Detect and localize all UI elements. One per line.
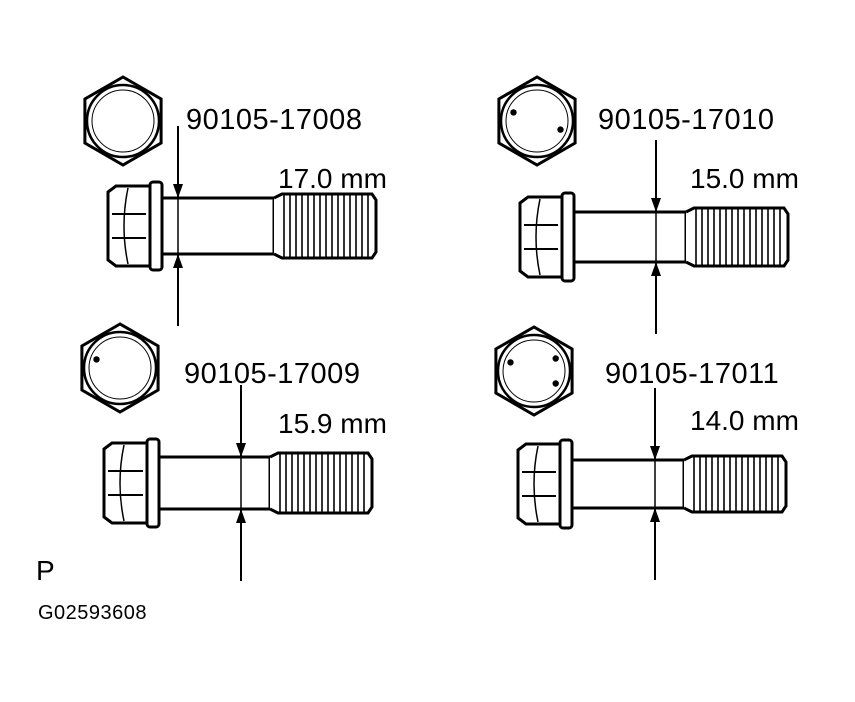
bolt-flange	[560, 191, 576, 283]
bolt-head-side	[102, 441, 149, 525]
head-dot-mark	[93, 356, 100, 363]
hex-head-circle	[85, 83, 161, 159]
diameter-label-17011: 14.0 mm	[690, 405, 799, 436]
bolt-shank	[160, 196, 276, 256]
arrowhead-down	[650, 446, 660, 460]
arrowhead-down	[236, 443, 246, 457]
head-curve	[123, 187, 129, 265]
arrowhead-down	[173, 184, 183, 198]
bolt-flange	[145, 437, 161, 529]
head-dot-mark	[552, 380, 559, 387]
hex-head-circle	[499, 83, 575, 159]
part-number-90105-17011: 90105-17011	[605, 358, 780, 390]
hex-head-outline	[80, 322, 160, 414]
head-dot-mark	[507, 359, 514, 366]
head-dot-mark	[510, 109, 517, 116]
head-dot-mark	[557, 126, 564, 133]
diameter-label-17010: 15.0 mm	[690, 163, 799, 194]
arrowhead-up	[236, 509, 246, 523]
hex-head-outline	[497, 75, 577, 167]
hex-head-inner-circle	[505, 89, 569, 153]
bolt-3	[80, 322, 374, 581]
diameter-label-17008: 17.0 mm	[278, 163, 387, 194]
part-number-90105-17010: 90105-17010	[598, 104, 775, 136]
bolt-head-side	[516, 442, 562, 526]
bolt-2	[497, 75, 790, 334]
bolt-head-side	[106, 184, 152, 268]
arrowhead-up	[651, 262, 661, 276]
head-curve	[119, 444, 125, 522]
bolt-shank	[572, 210, 688, 264]
bolt-1	[83, 75, 378, 326]
bolt-shank	[157, 455, 272, 511]
part-number-90105-17009: 90105-17009	[184, 358, 361, 390]
hex-head-inner-circle	[88, 336, 152, 400]
hex-head-inner-circle	[91, 89, 155, 153]
figure-code: G02593608	[38, 602, 148, 624]
arrowhead-up	[173, 254, 183, 268]
hex-head-circle	[496, 333, 572, 409]
head-dot-mark	[552, 355, 559, 362]
arrowhead-up	[650, 508, 660, 522]
hex-head-inner-circle	[502, 339, 566, 403]
head-curve	[533, 445, 539, 523]
arrowhead-down	[651, 198, 661, 212]
corner-mark: P	[36, 555, 55, 586]
hex-head-circle	[82, 330, 158, 406]
hex-head-outline	[494, 325, 574, 417]
bolt-flange	[148, 180, 164, 272]
bolt-flange	[558, 438, 574, 530]
head-curve	[535, 198, 541, 276]
hex-head-outline	[83, 75, 163, 167]
bolt-head-side	[518, 195, 564, 279]
bolt-shank	[570, 458, 686, 510]
bolt-4	[494, 325, 788, 580]
diameter-label-17009: 15.9 mm	[278, 408, 387, 439]
part-number-90105-17008: 90105-17008	[186, 104, 363, 136]
